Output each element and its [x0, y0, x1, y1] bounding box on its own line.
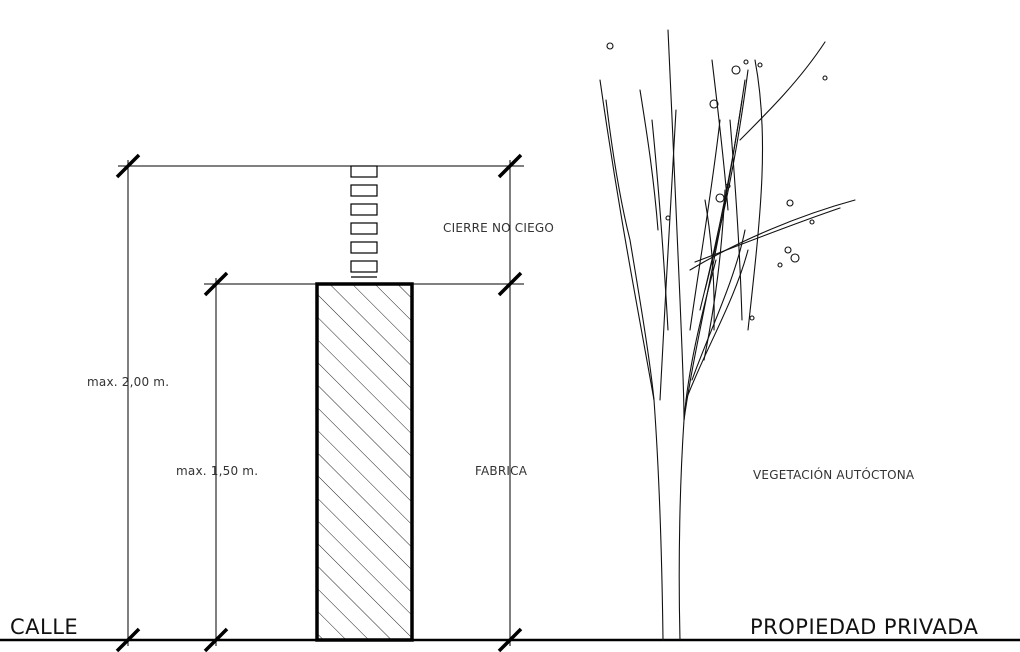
- street-label: CALLE: [10, 615, 79, 639]
- total-height-label: max. 2,00 m.: [87, 375, 170, 389]
- vegetation-label: VEGETACIÓN AUTÓCTONA: [753, 468, 915, 482]
- wall-height-label: max. 1,50 m.: [176, 464, 259, 478]
- open-fence-label: CIERRE NO CIEGO: [443, 221, 555, 235]
- private-property-label: PROPIEDAD PRIVADA: [750, 615, 979, 639]
- tree-sketch: [599, 29, 856, 641]
- dimension-lines: [115, 153, 524, 652]
- masonry-label: FABRICA: [475, 464, 528, 478]
- masonry-wall: [315, 282, 414, 642]
- open-fence: [350, 165, 378, 278]
